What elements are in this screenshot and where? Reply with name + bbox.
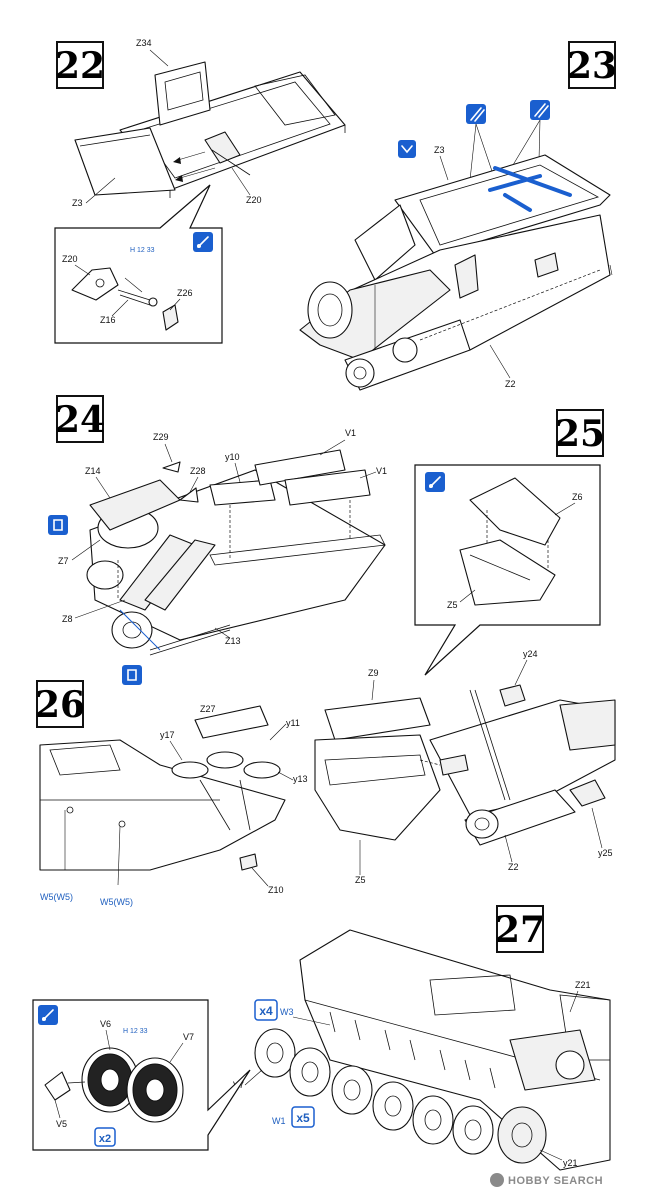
tape-icon-1 [466, 104, 486, 124]
label-y21: y21 [563, 1158, 578, 1168]
label-z27: Z27 [200, 704, 216, 714]
glue-icon-1 [48, 515, 68, 535]
label-y25: y25 [598, 848, 613, 858]
step-25-box [556, 409, 604, 457]
label-z6: Z6 [572, 492, 583, 502]
multiplier-icon-x2: x2 [94, 1127, 116, 1147]
step-27-number: 27 [495, 909, 545, 951]
label-y17: y17 [160, 730, 175, 740]
step-24: 24 [48, 395, 387, 685]
step-25-number: 25 [555, 413, 605, 455]
label-z16: Z16 [100, 315, 116, 325]
label-z13: Z13 [225, 636, 241, 646]
label-w1: W1 [272, 1116, 286, 1126]
step-27-box [496, 905, 544, 953]
label-z20: Z20 [246, 195, 262, 205]
label-y11: y11 [286, 718, 300, 728]
paint-icon-27 [38, 1005, 58, 1025]
x4-label: x4 [259, 1004, 273, 1018]
label-w5-a: W5(W5) [40, 892, 73, 902]
step-25-hull [314, 684, 616, 846]
x5-label: x5 [296, 1111, 310, 1125]
label-z21: Z21 [575, 980, 591, 990]
label-detail-z20: Z20 [62, 254, 78, 264]
step-23-number: 23 [567, 45, 617, 87]
label-z9: Z9 [368, 668, 379, 678]
step-24-box [56, 395, 104, 443]
label-w5-b: W5(W5) [100, 897, 133, 907]
label-v1-b: V1 [376, 466, 387, 476]
label-detail-v7: V7 [183, 1032, 194, 1042]
multiplier-icon-x4: x4 [254, 999, 278, 1021]
watermark-text: HOBBY SEARCH [508, 1175, 603, 1187]
step-22: 22 Z34 Z3 Z20 [54, 38, 346, 344]
step-25-detail-parts [459, 477, 561, 606]
step-24-number: 24 [55, 399, 105, 441]
label-y13: y13 [293, 774, 308, 784]
label-z34: Z34 [136, 38, 152, 48]
label-v1-a: V1 [345, 428, 356, 438]
label-z5-b: Z5 [355, 875, 366, 885]
step-22-detail-parts [71, 267, 179, 331]
label-w3: W3 [280, 1007, 294, 1017]
idler-wheels-detail [44, 1047, 184, 1123]
step-23-hull [299, 154, 613, 391]
label-z5: Z5 [447, 600, 458, 610]
step-26-hull [39, 705, 286, 886]
step-26-number: 26 [35, 684, 85, 726]
label-z26: Z26 [177, 288, 193, 298]
glue-icon-2 [122, 665, 142, 685]
flip-icon [398, 140, 416, 158]
step-26-box [36, 680, 84, 728]
paint-code-h12-33: H 12 33 [130, 247, 155, 254]
label-z7: Z7 [58, 556, 69, 566]
step-27: 27 [32, 905, 611, 1171]
step-22-number: 22 [55, 45, 105, 87]
label-y10: y10 [225, 452, 240, 462]
label-y24: y24 [523, 649, 538, 659]
label-z14: Z14 [85, 466, 101, 476]
label-z29: Z29 [153, 432, 169, 442]
label-s25-z2: Z2 [508, 862, 519, 872]
label-s23-z3: Z3 [434, 145, 445, 155]
label-z3: Z3 [72, 198, 83, 208]
label-v5: V5 [56, 1119, 67, 1129]
paint-icon [193, 232, 213, 252]
step-23-box [568, 41, 616, 89]
label-z10: Z10 [268, 885, 284, 895]
multiplier-icon-x5: x5 [291, 1106, 315, 1128]
step-23: 23 [299, 41, 617, 391]
watermark: HOBBY SEARCH [490, 1173, 603, 1187]
paint-code-27: H 12 33 [123, 1028, 148, 1035]
road-wheels [254, 1028, 547, 1164]
label-v6: V6 [100, 1019, 111, 1029]
step-22-box [56, 41, 104, 89]
label-z8: Z8 [62, 614, 73, 624]
step-26: 26 Z27 y11 y17 y13 Z10 W5(W5) W5(W5) [35, 680, 308, 907]
step-24-hull [86, 449, 386, 656]
x2-label: x2 [99, 1133, 111, 1145]
step-25: 25 Z6 Z5 [314, 409, 616, 885]
paint-icon-25 [425, 472, 445, 492]
step-22-hull-top [74, 61, 346, 198]
label-s23-z2: Z2 [505, 379, 516, 389]
suspension-arms [329, 1011, 496, 1089]
tape-icon-2 [530, 100, 550, 120]
step-22-detail-callout [54, 184, 223, 344]
label-z28: Z28 [190, 466, 206, 476]
